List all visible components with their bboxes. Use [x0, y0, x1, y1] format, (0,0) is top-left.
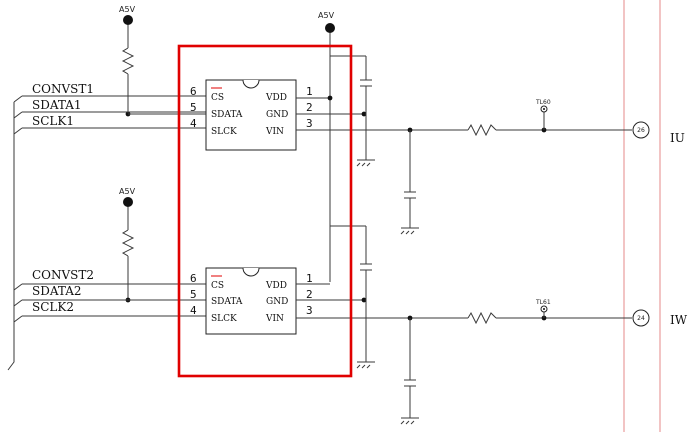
power-label: A5V — [318, 11, 335, 20]
ground-symbol — [356, 159, 375, 167]
power-terminal — [123, 15, 133, 25]
pin-name: VDD — [265, 281, 287, 291]
bus-entry — [13, 283, 23, 291]
net-label: CONVST1 — [32, 82, 94, 96]
power-label: A5V — [119, 5, 136, 14]
pin-number: 1 — [306, 272, 313, 285]
net-label: SCLK1 — [32, 114, 74, 128]
chip-body — [205, 79, 297, 151]
power-label: A5V — [119, 187, 136, 196]
chip-notch — [242, 79, 260, 89]
pin-name: VDD — [265, 93, 287, 103]
power-terminal — [325, 23, 335, 33]
bus-entry — [13, 111, 23, 119]
net-label: SCLK2 — [32, 300, 74, 314]
signal-label: IW — [670, 313, 688, 327]
pin-number: 3 — [306, 304, 313, 317]
junction-dot — [327, 95, 333, 101]
pin-number: 2 — [306, 288, 313, 301]
junction-dot — [361, 111, 367, 117]
pin-name: GND — [266, 297, 288, 307]
signal-label: IU — [670, 131, 685, 145]
net-label: SDATA1 — [32, 98, 82, 112]
pin-name: SLCK — [211, 127, 237, 137]
bus-entry — [13, 315, 23, 323]
bus-entry — [13, 95, 23, 103]
bus-bar — [7, 102, 15, 371]
ground-symbol — [400, 227, 419, 235]
pin-number: 1 — [306, 85, 313, 98]
junction-dot — [361, 297, 367, 303]
pin-name: SDATA — [211, 110, 243, 120]
ground-symbol — [400, 417, 419, 425]
pin-name: SLCK — [211, 314, 237, 324]
bus-entry — [13, 299, 23, 307]
connector-icon — [632, 121, 650, 139]
connector-icon — [632, 309, 650, 327]
pin-number: 6 — [190, 85, 197, 98]
connector-number: 24 — [637, 315, 645, 322]
pullup-resistor — [121, 47, 135, 75]
pin-number: 4 — [190, 304, 197, 317]
pullup-resistor — [121, 229, 135, 257]
pin-name: CS — [211, 281, 224, 291]
ground-symbol — [356, 361, 375, 369]
net-label: CONVST2 — [32, 268, 94, 282]
pin-name: VIN — [265, 127, 284, 137]
pin-number: 2 — [306, 101, 313, 114]
pin-number: 6 — [190, 272, 197, 285]
pin-name: VIN — [265, 314, 284, 324]
pin-name: GND — [266, 110, 288, 120]
pin-name: CS — [211, 93, 224, 103]
pin-number: 3 — [306, 117, 313, 130]
net-label: SDATA2 — [32, 284, 82, 298]
pin-number: 5 — [190, 101, 197, 114]
highlight-box — [177, 44, 353, 378]
adc-chip-1: A5V CONVST1 SDATA1 SCLK1 6 5 4 CS SDATA … — [22, 5, 685, 235]
series-resistor — [467, 123, 497, 137]
test-point-label: TL61 — [535, 299, 551, 306]
pin-number: 4 — [190, 117, 197, 130]
adc-chip-2: A5V CONVST2 SDATA2 SCLK2 6 5 4 CS SDATA … — [22, 187, 688, 425]
test-point-label: TL60 — [535, 99, 551, 106]
connector-number: 26 — [637, 127, 645, 134]
chip-notch — [242, 267, 260, 277]
power-terminal — [123, 197, 133, 207]
bus-entry — [13, 127, 23, 135]
series-resistor — [467, 311, 497, 325]
pin-number: 5 — [190, 288, 197, 301]
pin-name: SDATA — [211, 297, 243, 307]
chip-body — [205, 267, 297, 335]
